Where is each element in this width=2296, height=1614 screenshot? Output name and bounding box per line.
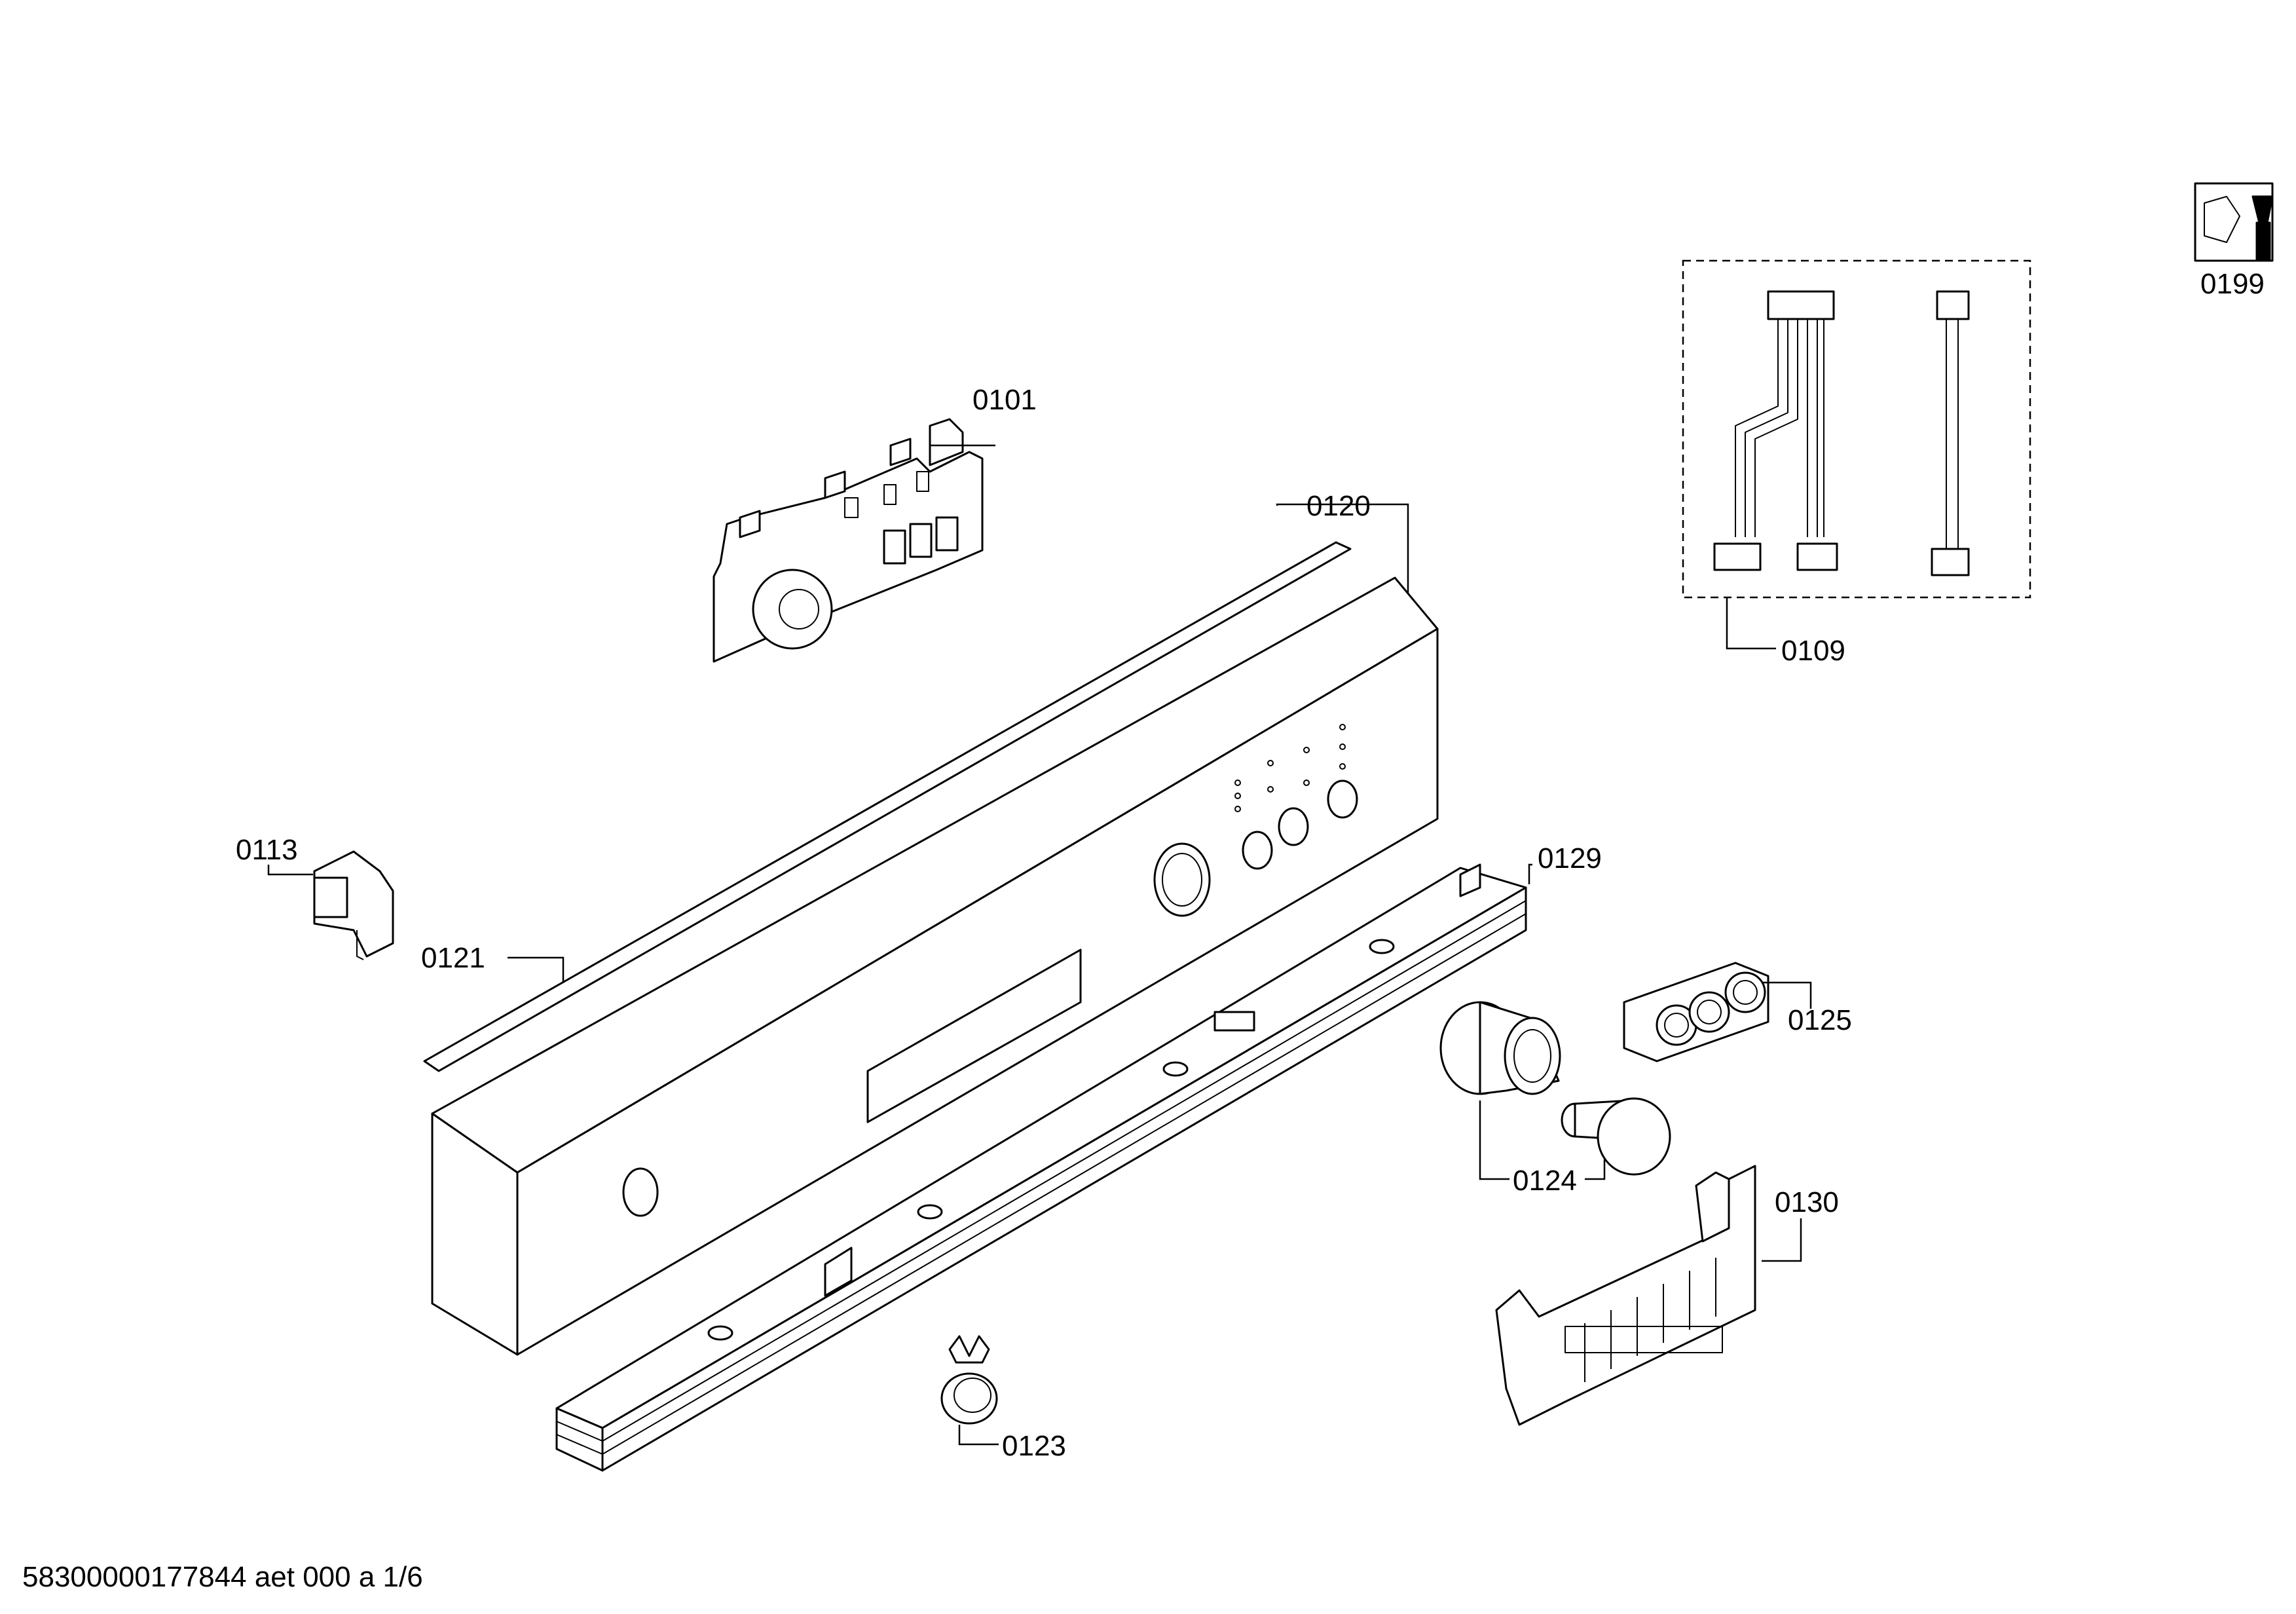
seal-strip-0121 xyxy=(423,541,1352,1072)
callout-0199: 0199 xyxy=(2200,268,2265,300)
callout-0113: 0113 xyxy=(236,834,298,866)
callout-0125: 0125 xyxy=(1788,1004,1852,1036)
callout-0121: 0121 xyxy=(421,942,485,974)
cable-harness-group-0109 xyxy=(1682,259,2031,599)
callout-0101: 0101 xyxy=(972,384,1037,416)
knob-0124 xyxy=(1439,1001,1561,1095)
callout-0129: 0129 xyxy=(1538,842,1602,874)
front-panel-0120 xyxy=(431,576,1439,1356)
button-strip-0125 xyxy=(1623,962,1769,1062)
drawing-number-footer: 58300000177844 aet 000 a 1/6 xyxy=(22,1561,423,1593)
bracket-0113 xyxy=(313,850,394,960)
control-module-0101 xyxy=(713,418,984,663)
callout-0123: 0123 xyxy=(1002,1430,1066,1462)
callout-0109: 0109 xyxy=(1781,635,1845,667)
bracket-0130 xyxy=(1495,1165,1756,1426)
push-button-0124 xyxy=(1561,1097,1671,1176)
callout-0124: 0124 xyxy=(1513,1165,1577,1197)
cable-harness-0109 xyxy=(1713,290,1970,576)
bottom-rail-0129 xyxy=(555,863,1527,1472)
callout-0130: 0130 xyxy=(1775,1186,1839,1218)
callout-0120: 0120 xyxy=(1306,490,1371,522)
wrench-nut-icon xyxy=(2194,182,2274,262)
clip-0123 xyxy=(940,1335,998,1425)
